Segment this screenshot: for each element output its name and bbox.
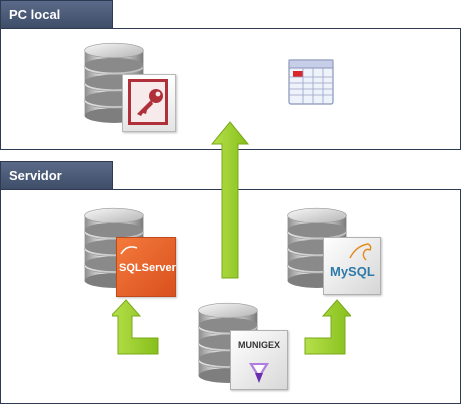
right-bent-arrow-icon <box>304 299 351 355</box>
access-database-node <box>82 40 182 135</box>
access-tile <box>122 74 176 132</box>
left-bent-arrow-icon <box>112 299 159 355</box>
munigex-label: MUNIGEX <box>237 340 280 350</box>
upload-arrow-icon <box>210 121 250 279</box>
munigex-logo-icon <box>249 363 269 383</box>
mysql-tile: MySQL <box>323 237 381 295</box>
access-frame <box>128 79 168 125</box>
servidor-header: Servidor <box>0 161 113 189</box>
access-key-icon <box>137 89 163 116</box>
mysql-database-node: MySQL <box>285 205 385 300</box>
munigex-database-node: MUNIGEX <box>196 300 296 400</box>
sqlserver-tile: SQLServer <box>116 237 176 297</box>
sqlserver-database-node: SQLServer <box>82 205 182 300</box>
mysql-label: MySQL <box>330 264 375 279</box>
pc-local-header: PC local <box>0 0 113 28</box>
servidor-title: Servidor <box>9 168 62 183</box>
munigex-tile: MUNIGEX <box>230 330 288 390</box>
sqlserver-icon <box>120 246 138 255</box>
sqlserver-label: SQLServer <box>119 262 176 274</box>
table-grid-icon <box>288 59 334 105</box>
pc-local-title: PC local <box>9 7 61 22</box>
mysql-dolphin-icon <box>349 243 372 261</box>
